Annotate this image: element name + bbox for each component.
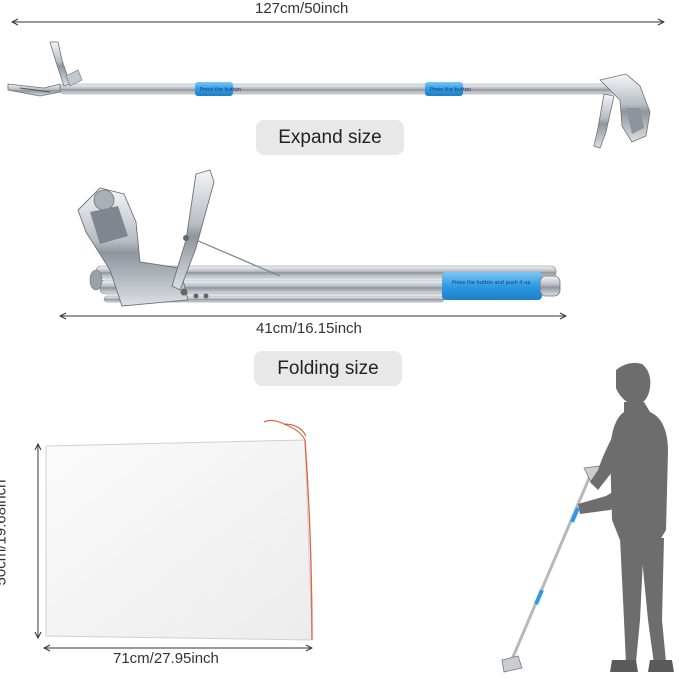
folding-size-pill: Folding size (254, 351, 402, 386)
folded-grabber: Press the button and push it up (77, 169, 561, 307)
svg-text:Press the button and push it u: Press the button and push it up (452, 280, 531, 286)
svg-text:Press the button: Press the button (430, 87, 471, 93)
bag-width-label: 71cm/27.95inch (113, 650, 219, 667)
expand-size-pill: Expand size (256, 120, 404, 155)
folded-length-label: 41cm/16.15inch (256, 320, 362, 337)
folding-size-label: Folding size (277, 357, 379, 379)
expanded-length-label: 127cm/50inch (255, 0, 349, 17)
person-silhouette (501, 362, 674, 673)
mesh-bag (45, 419, 313, 641)
expand-size-label: Expand size (278, 126, 382, 148)
bag-height-label: 50cm/19.68inch (0, 479, 10, 586)
expanded-grabber: Press the button Press the button (7, 41, 651, 149)
svg-text:Press the button: Press the button (200, 87, 241, 93)
